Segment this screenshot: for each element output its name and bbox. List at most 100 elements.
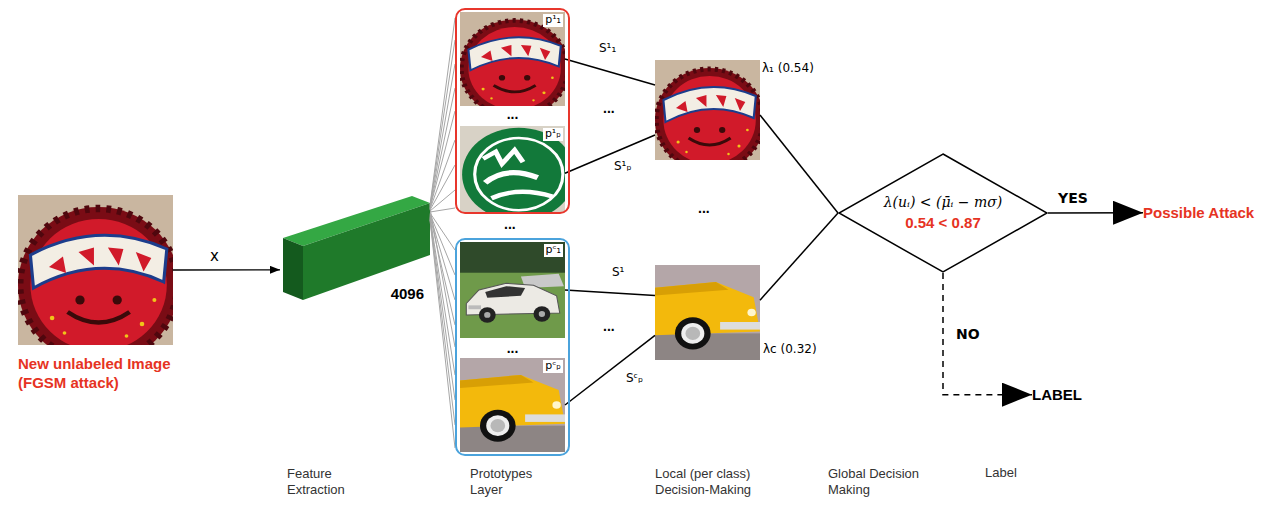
edge-label: S¹ₚ	[612, 160, 634, 174]
stage-caption: Prototypes Layer	[470, 466, 550, 497]
edge-label: x	[208, 248, 221, 265]
node-text: λ(uᵢ) < (μ̄ᵢ − mσ)	[884, 194, 1003, 210]
ellipsis: ...	[504, 216, 516, 232]
fan-line	[430, 18, 455, 448]
connector	[760, 213, 838, 300]
local-decision-image: λc (0.32)	[655, 265, 760, 360]
local-photo	[655, 60, 764, 172]
edge-label: S¹ₚ	[612, 160, 634, 174]
prototype-photo	[460, 12, 569, 117]
stage-caption: Global Decision Making	[828, 466, 933, 497]
edge-label: S¹₁	[597, 42, 618, 56]
prototype-group: p¹₁p¹ₚ...	[455, 8, 570, 214]
node-text: pᶜ₁	[544, 244, 563, 257]
attack-output: Possible Attack	[1143, 204, 1254, 221]
prototype-photo	[460, 358, 565, 452]
connector	[565, 335, 655, 405]
prototype-photo	[460, 358, 565, 452]
feature-extractor-prism	[283, 196, 430, 300]
prototype-image: pᶜₚ	[460, 358, 565, 452]
local-photo	[655, 265, 760, 360]
ellipsis: ...	[504, 216, 516, 232]
prototype-image: p¹ₚ	[460, 126, 565, 212]
edge-label: Sᶜₚ	[624, 372, 645, 386]
connector	[760, 115, 838, 213]
edge-label: S¹	[610, 266, 626, 280]
fan-line	[430, 18, 455, 205]
input-photo	[18, 195, 179, 363]
prototype-photo	[460, 242, 565, 338]
node-text: ...	[507, 340, 519, 508]
fan-line	[430, 64, 455, 207]
stage-caption: Feature Extraction	[287, 466, 362, 497]
edge-label: YES	[1056, 190, 1090, 206]
prototype-image: pᶜ₁	[460, 242, 565, 338]
ellipsis: ...	[698, 200, 710, 216]
prototype-photo	[460, 126, 576, 221]
connector	[565, 135, 655, 173]
stage-caption: Local (per class) Decision-Making	[655, 466, 775, 497]
label-output: LABEL	[1032, 386, 1082, 403]
fan-line	[430, 208, 455, 212]
stage-caption: Global Decision Making	[828, 466, 933, 497]
input-image: New unlabeled Image (FGSM attack)	[18, 195, 173, 345]
ellipsis: ...	[698, 200, 710, 216]
edge-label: YES	[1056, 190, 1090, 206]
fan-line	[430, 40, 455, 206]
node-text: p¹ₚ	[543, 128, 563, 141]
prototype-photo	[460, 12, 569, 117]
stage-caption: Label	[985, 466, 1017, 481]
fan-line	[430, 165, 455, 210]
feature-extractor: 4096	[280, 195, 430, 305]
edge-label: NO	[954, 326, 982, 342]
stage-caption: Feature Extraction	[287, 466, 362, 497]
edge-label: S¹	[610, 266, 626, 280]
decision-diamond: λ(uᵢ) < (μ̄ᵢ − mσ) 0.54 < 0.87	[838, 153, 1048, 273]
node-text: pᶜₚ	[543, 360, 563, 373]
diamond-outline	[838, 153, 1048, 273]
connector	[430, 111, 455, 208]
fan-line	[430, 218, 455, 400]
local-decision-image: λ₁ (0.54)	[655, 60, 760, 160]
connector	[1048, 212, 1143, 214]
connector	[565, 290, 655, 295]
stage-caption: Label	[985, 466, 1017, 481]
fan-line	[430, 88, 455, 208]
edge-label: x	[208, 248, 221, 265]
node-text: LABEL	[1032, 386, 1082, 403]
node-text: λc (0.32)	[763, 343, 817, 357]
connector	[565, 59, 655, 85]
prototype-photo	[460, 242, 565, 338]
local-photo	[655, 60, 764, 172]
ellipsis: ...	[603, 318, 615, 334]
edge-label: Sᶜₚ	[624, 372, 645, 386]
node-text: Possible Attack	[1143, 204, 1254, 221]
ellipsis: ...	[603, 100, 615, 116]
edge-label: S¹₁	[597, 42, 618, 56]
stage-caption: Prototypes Layer	[470, 466, 550, 497]
ellipsis: ...	[603, 100, 615, 116]
stage-caption: Local (per class) Decision-Making	[655, 466, 775, 497]
node-text: ...	[507, 106, 519, 308]
diamond-outline	[839, 154, 1047, 272]
prototype-group: pᶜ₁pᶜₚ...	[455, 238, 570, 456]
node-text: λ₁ (0.54)	[762, 62, 814, 76]
connector	[943, 273, 1032, 395]
prototype-image: p¹₁	[460, 12, 565, 106]
prototype-photo	[460, 126, 576, 221]
node-text: New unlabeled Image (FGSM attack)	[18, 355, 193, 393]
ellipsis: ...	[603, 318, 615, 334]
connector	[173, 269, 280, 271]
fan-line	[430, 140, 455, 209]
fan-line	[430, 217, 455, 375]
node-text: 0.54 < 0.87	[905, 214, 980, 231]
node-text: 4096	[391, 285, 424, 302]
fan-line	[430, 220, 455, 448]
local-photo	[655, 265, 760, 360]
connector	[430, 208, 455, 347]
node-text: p¹₁	[543, 14, 563, 27]
feature-extractor-prism	[283, 238, 303, 300]
